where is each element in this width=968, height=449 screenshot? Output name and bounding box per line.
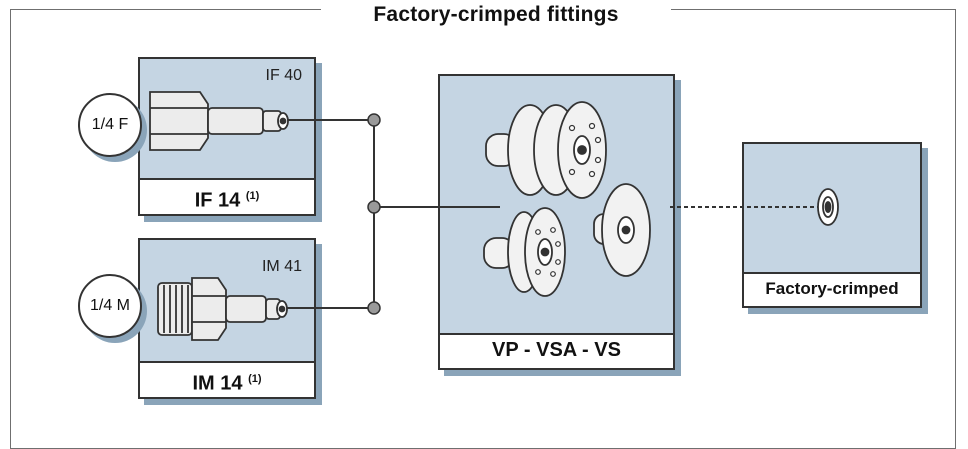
thread-bubble-female: 1/4 F bbox=[78, 93, 142, 157]
fitting-name-im-caption: IM 14 (1) bbox=[140, 361, 314, 397]
junction-dot-bottom bbox=[367, 301, 381, 315]
suction-cups-label: VP - VSA - VS bbox=[440, 333, 673, 368]
male-fitting-icon bbox=[157, 277, 288, 341]
bellows-cup-icon bbox=[485, 101, 607, 199]
junction-dot-mid bbox=[367, 200, 381, 214]
diagram-drawings bbox=[149, 91, 839, 341]
female-fitting-icon bbox=[149, 91, 289, 151]
crimped-card: Factory-crimped bbox=[742, 142, 922, 308]
crimped-nipple-icon bbox=[817, 188, 839, 226]
fitting-name-im: IM 14 bbox=[192, 372, 243, 395]
diagram-title: Factory-crimped fittings bbox=[321, 4, 671, 36]
fitting-name-if: IF 14 bbox=[194, 189, 241, 212]
fitting-note-im: (1) bbox=[248, 373, 262, 385]
fitting-code-if: IF 40 bbox=[265, 67, 302, 84]
flat-cup-icon bbox=[593, 183, 651, 277]
thread-bubble-male: 1/4 M bbox=[78, 274, 142, 338]
crimped-label: Factory-crimped bbox=[744, 272, 920, 306]
fitting-name-if-caption: IF 14 (1) bbox=[140, 178, 314, 214]
double-bellows-cup-icon bbox=[483, 207, 566, 297]
fitting-note-if: (1) bbox=[245, 190, 260, 202]
fitting-code-im: IM 41 bbox=[261, 258, 302, 275]
junction-dot-top bbox=[367, 113, 381, 127]
